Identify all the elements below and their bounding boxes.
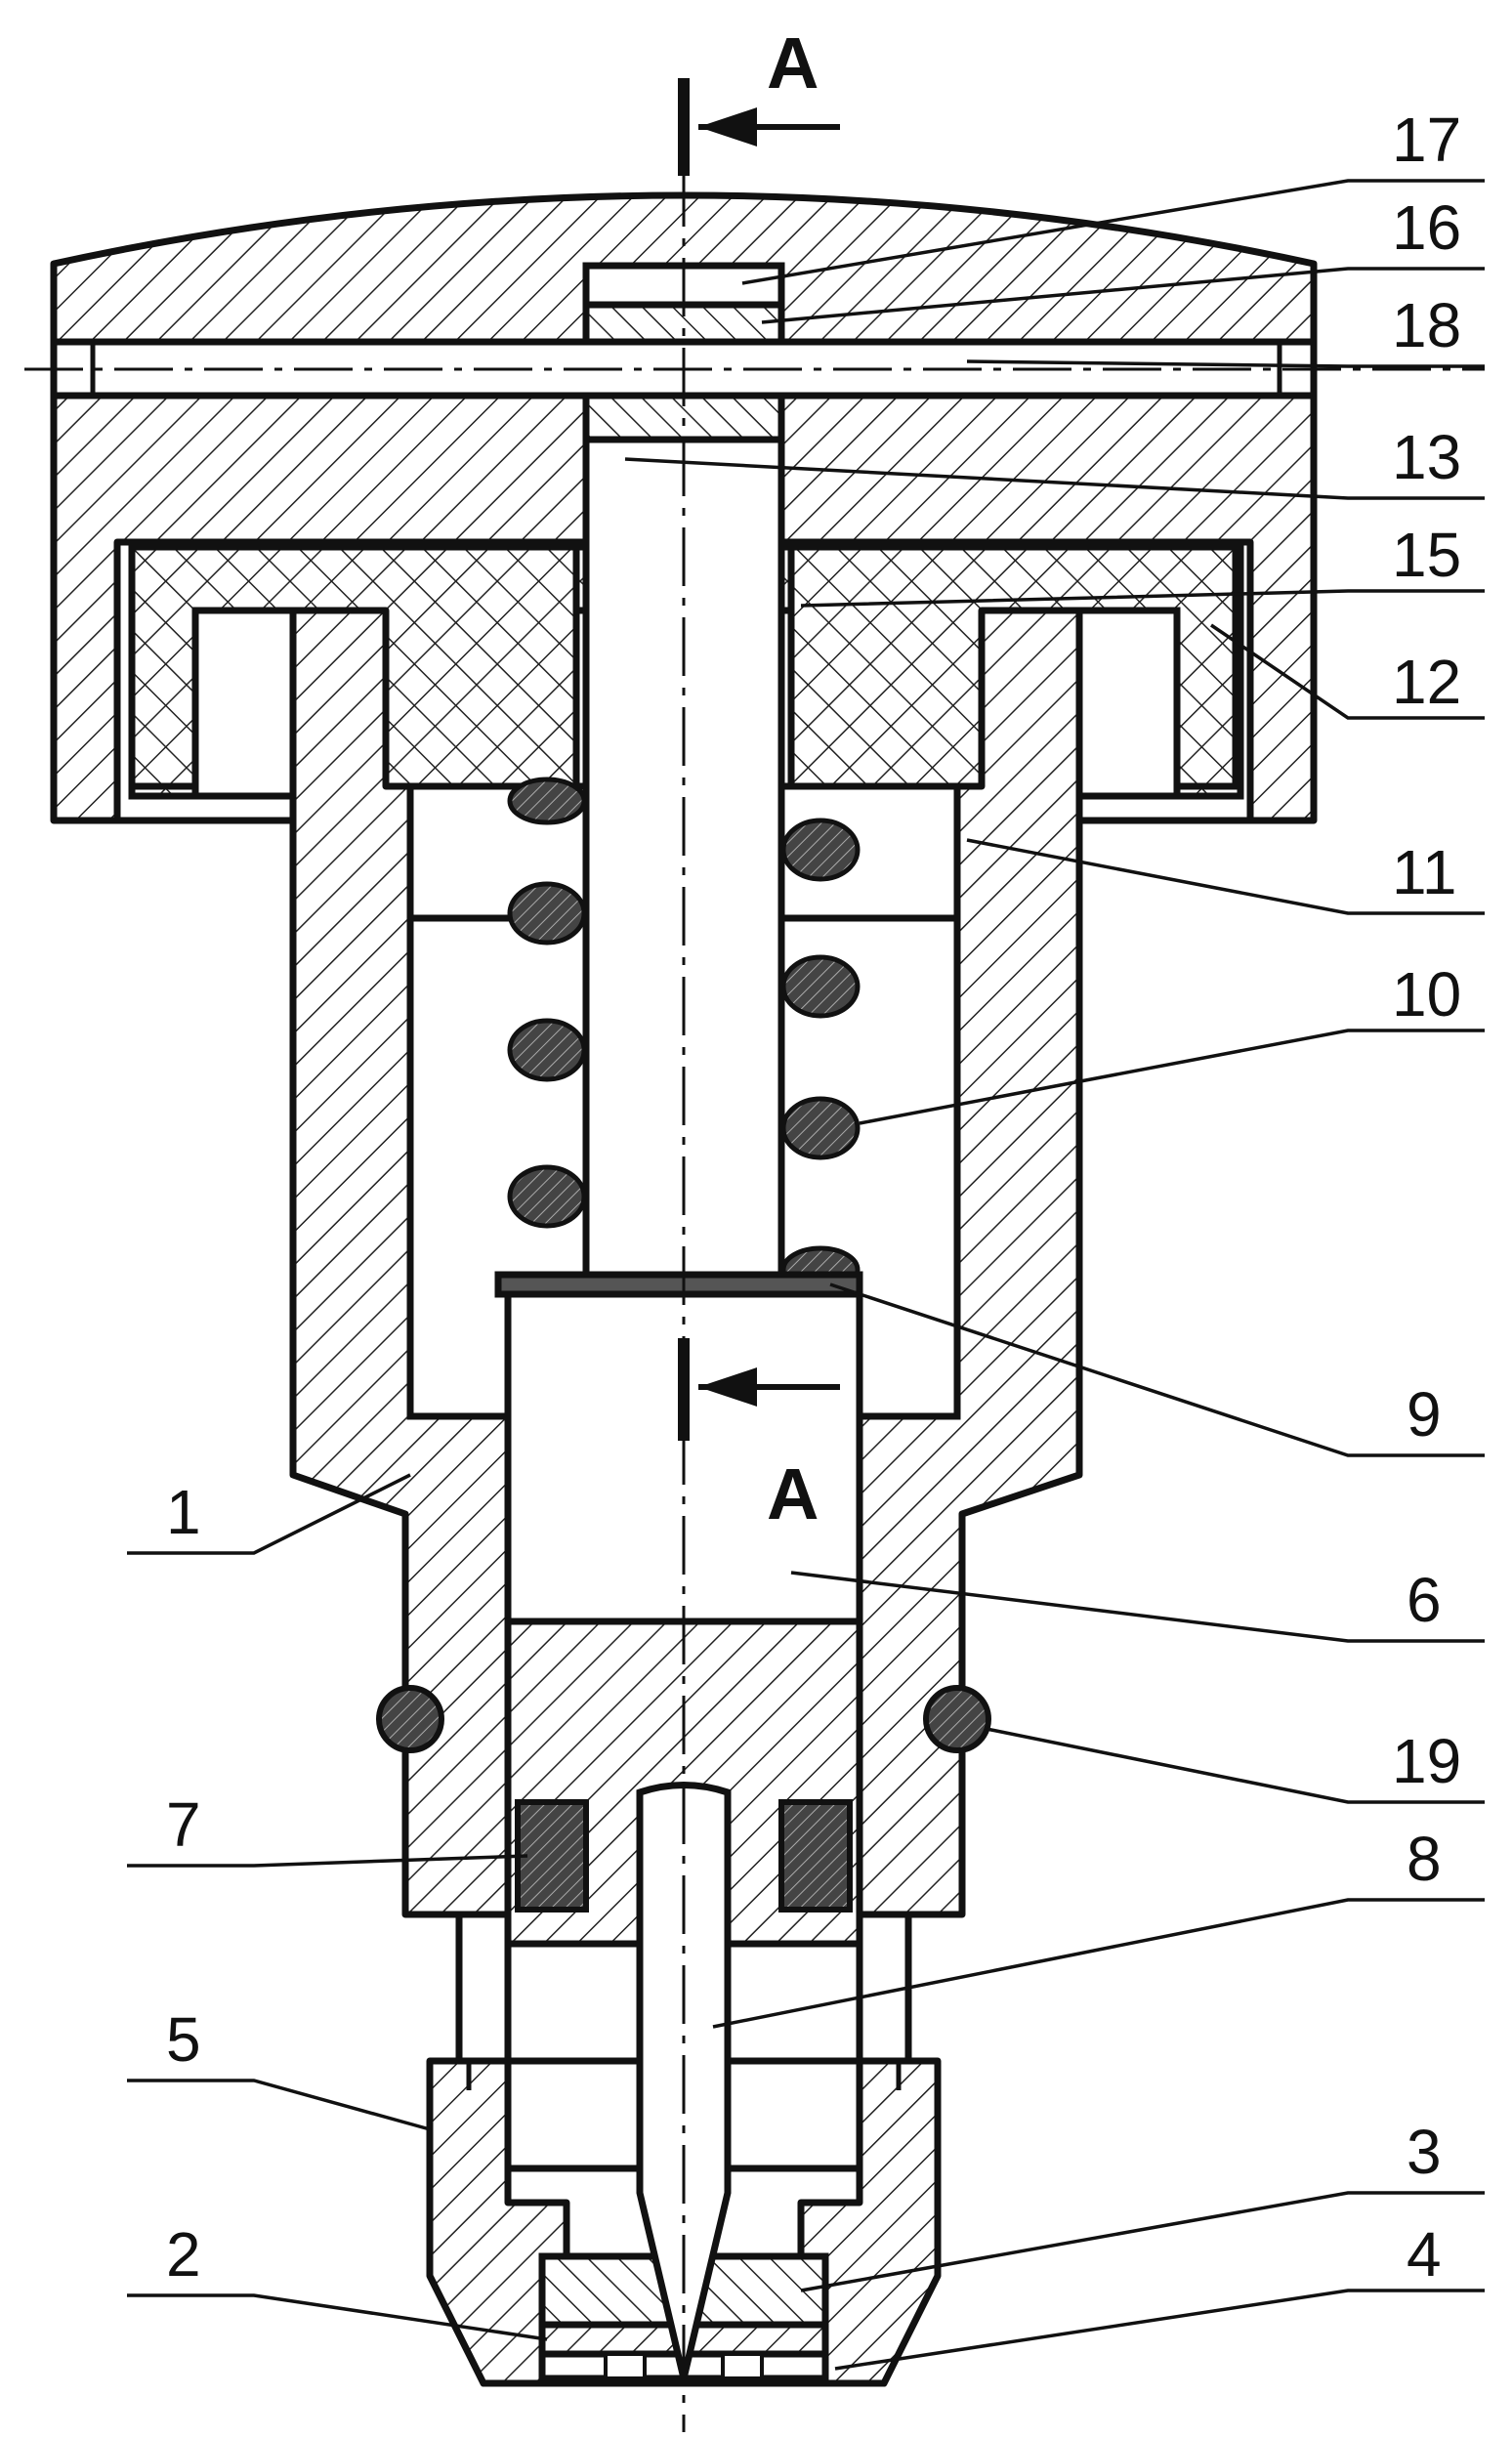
label-8: 8: [1407, 1824, 1442, 1894]
leader-lines: [127, 179, 1485, 2371]
label-1: 1: [166, 1477, 201, 1547]
label-4: 4: [1407, 2219, 1442, 2290]
label-13: 13: [1392, 422, 1461, 492]
label-6: 6: [1407, 1565, 1442, 1635]
section-label-top: A: [767, 22, 819, 104]
part-labels: 17 16 18 13 15 12 11 10 9 6 19 8 3 4 1 7…: [166, 105, 1461, 2290]
label-11: 11: [1392, 837, 1456, 907]
o-ring-19-left: [376, 1685, 444, 1753]
label-2: 2: [166, 2219, 201, 2290]
label-7: 7: [166, 1789, 201, 1860]
label-10: 10: [1392, 959, 1461, 1030]
section-mark-top: A: [678, 22, 840, 176]
label-17: 17: [1392, 105, 1461, 175]
label-19: 19: [1392, 1726, 1461, 1796]
label-15: 15: [1392, 520, 1461, 590]
section-mark-bottom: A: [678, 1338, 840, 1534]
cap-part: [50, 191, 1318, 824]
label-12: 12: [1392, 647, 1461, 717]
label-16: 16: [1392, 192, 1461, 263]
o-ring-19-right: [923, 1685, 991, 1753]
label-3: 3: [1407, 2117, 1442, 2187]
label-9: 9: [1407, 1379, 1442, 1450]
section-label-bottom: A: [767, 1453, 819, 1534]
label-5: 5: [166, 2004, 201, 2075]
label-18: 18: [1392, 290, 1461, 360]
